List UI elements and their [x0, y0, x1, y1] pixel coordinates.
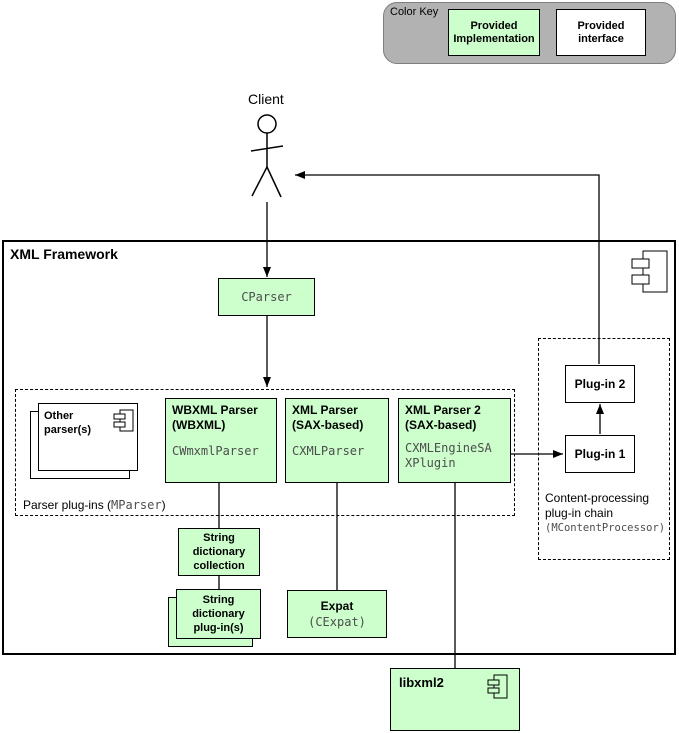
- client-label: Client: [248, 91, 284, 107]
- content-chain-caption: Content-processing plug-in chain (MConte…: [545, 491, 665, 536]
- other-parsers-label: Other parser(s): [44, 410, 92, 436]
- xml-parser-2-class: CXMLEngineSA XPlugin: [405, 441, 504, 471]
- actor-leg-left: [251, 166, 268, 197]
- component-icon: [631, 250, 668, 293]
- component-icon: [487, 674, 508, 699]
- xml-parser-subtitle: (SAX-based): [292, 418, 364, 432]
- string-dictionary-collection-node: String dictionary collection: [178, 528, 260, 576]
- actor-leg-right: [266, 166, 282, 198]
- xml-parser-node: XML Parser (SAX-based) CXMLParser: [285, 398, 389, 483]
- string-dictionary-collection-line2: dictionary: [192, 546, 246, 558]
- actor-head: [257, 114, 277, 134]
- xml-parser-title: XML Parser: [292, 403, 358, 417]
- provided-implementation-swatch: Provided Implementation: [448, 9, 540, 56]
- content-chain-caption-line1: Content-processing: [545, 491, 650, 505]
- color-key-title: Color Key: [390, 6, 439, 18]
- xml-parser-2-node: XML Parser 2 (SAX-based) CXMLEngineSA XP…: [398, 398, 511, 483]
- component-icon: [113, 409, 134, 432]
- parser-plugins-caption-mono: MParser: [111, 498, 162, 512]
- parser-plugins-caption-suffix: ): [161, 498, 166, 512]
- provided-interface-swatch: Provided interface: [556, 9, 646, 56]
- plugin-2-label: Plug-in 2: [574, 376, 626, 391]
- expat-title: Expat: [320, 599, 354, 613]
- wbxml-parser-node: WBXML Parser (WBXML) CWmxmlParser: [165, 398, 277, 483]
- actor-arms: [250, 145, 284, 152]
- cparser-node: CParser: [218, 278, 315, 316]
- string-dictionary-collection-line1: String: [203, 532, 235, 544]
- content-chain-group: [538, 338, 670, 560]
- wbxml-parser-subtitle: (WBXML): [172, 418, 226, 432]
- string-dictionary-plugins-line3: plug-in(s): [193, 622, 244, 634]
- parser-plugins-caption: Parser plug-ins (MParser): [23, 498, 166, 512]
- parser-plugins-group: [15, 389, 515, 516]
- provided-implementation-label: Provided Implementation: [453, 19, 535, 45]
- expat-node: Expat (CExpat): [287, 590, 387, 638]
- client-actor-figure: [250, 114, 284, 198]
- xml-parser-2-class-line2: XPlugin: [405, 456, 456, 470]
- wbxml-parser-class: CWmxmlParser: [172, 444, 259, 458]
- xml-parser-class: CXMLParser: [292, 444, 365, 458]
- cparser-label: CParser: [241, 289, 292, 304]
- content-chain-caption-mono: (MContentProcessor): [545, 522, 666, 534]
- xml-parser-2-title: XML Parser 2: [405, 403, 481, 417]
- plugin-1-label: Plug-in 1: [574, 446, 626, 461]
- content-chain-caption-line2: plug-in chain: [545, 506, 614, 520]
- plugin-1-node: Plug-in 1: [565, 435, 635, 473]
- xml-parser-2-subtitle: (SAX-based): [405, 418, 477, 432]
- libxml2-node: libxml2: [390, 668, 520, 731]
- wbxml-parser-title: WBXML Parser: [172, 403, 258, 417]
- string-dictionary-collection-line3: collection: [193, 560, 245, 572]
- plugin-2-node: Plug-in 2: [565, 365, 635, 403]
- string-dictionary-plugins-line2: dictionary: [192, 608, 245, 620]
- expat-class: (CExpat): [308, 615, 366, 629]
- xml-framework-title: XML Framework: [10, 246, 118, 262]
- provided-interface-label: Provided interface: [577, 19, 625, 45]
- libxml2-label: libxml2: [399, 675, 444, 690]
- xml-parser-2-class-line1: CXMLEngineSA: [405, 441, 492, 455]
- parser-plugins-caption-text: Parser plug-ins (: [23, 498, 112, 512]
- color-key: Color Key Provided Implementation Provid…: [383, 2, 676, 64]
- other-parsers-node: Other parser(s): [38, 403, 138, 471]
- string-dictionary-plugins-node: String dictionary plug-in(s): [176, 589, 261, 639]
- string-dictionary-plugins-line1: String: [202, 594, 235, 606]
